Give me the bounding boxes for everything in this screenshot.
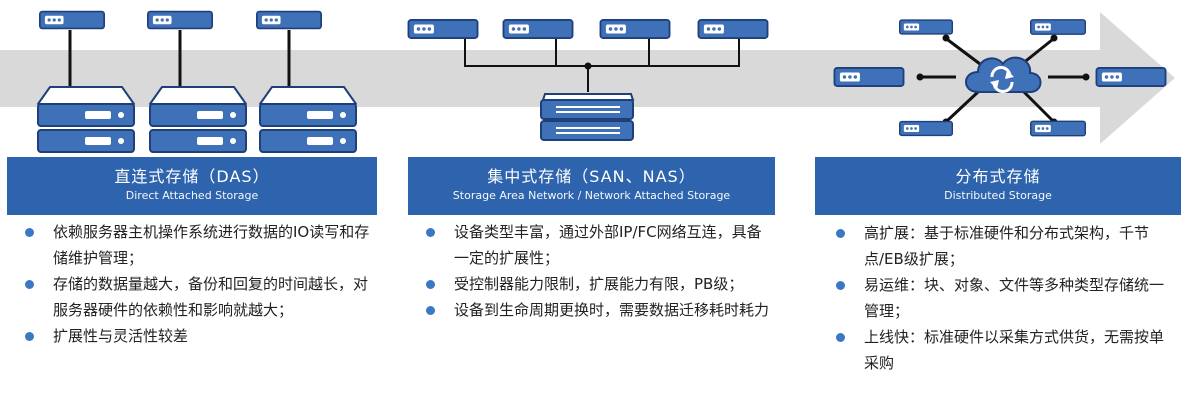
bullet-text: 设备类型丰富，通过外部IP/FC网络互连，具备一定的扩展性； bbox=[454, 223, 762, 267]
storage-array-icon bbox=[540, 93, 635, 141]
list-item: 上线快：标准硬件以采集方式供货，无需按单采购 bbox=[815, 324, 1181, 376]
server-unit-icon bbox=[697, 19, 769, 39]
san-nas-title: 集中式存储（SAN、NAS） bbox=[487, 167, 696, 186]
distributed-panel: 分布式存储 Distributed Storage 高扩展：基于标准硬件和分布式… bbox=[815, 157, 1181, 402]
bullet-text: 易运维：块、对象、文件等多种类型存储统一管理； bbox=[864, 276, 1165, 320]
list-item: 设备到生命周期更换时，需要数据迁移耗时耗力 bbox=[408, 297, 775, 323]
bullet-dot bbox=[836, 281, 845, 290]
list-item: 受控制器能力限制，扩展能力有限，PB级； bbox=[408, 271, 775, 297]
bullet-text: 依赖服务器主机操作系统进行数据的IO读写和存储维护管理； bbox=[53, 223, 370, 267]
bullet-text: 存储的数据量越大，备份和回复的时间越长，对服务器硬件的依赖性和影响就越大； bbox=[53, 275, 369, 319]
bullet-dot bbox=[426, 280, 435, 289]
cloud-sync-icon bbox=[965, 56, 1042, 93]
das-header: 直连式存储（DAS） Direct Attached Storage bbox=[7, 157, 377, 215]
server-unit-icon bbox=[1095, 67, 1167, 87]
server-unit-icon bbox=[899, 120, 953, 137]
san-nas-bullet-list: 设备类型丰富，通过外部IP/FC网络互连，具备一定的扩展性； 受控制器能力限制，… bbox=[408, 215, 775, 323]
storage-array-icon bbox=[258, 85, 358, 154]
bullet-text: 上线快：标准硬件以采集方式供货，无需按单采购 bbox=[864, 328, 1165, 372]
das-subtitle: Direct Attached Storage bbox=[125, 189, 259, 202]
server-unit-icon bbox=[833, 67, 905, 87]
bullet-text: 设备到生命周期更换时，需要数据迁移耗时耗力 bbox=[454, 301, 770, 319]
storage-array-icon bbox=[148, 85, 248, 154]
bullet-dot bbox=[25, 332, 34, 341]
storage-evolution-diagram bbox=[0, 10, 1175, 154]
bullet-dot bbox=[836, 229, 845, 238]
das-bullet-list: 依赖服务器主机操作系统进行数据的IO读写和存储维护管理； 存储的数据量越大，备份… bbox=[7, 215, 377, 349]
san-nas-subtitle: Storage Area Network / Network Attached … bbox=[452, 189, 731, 202]
das-panel: 直连式存储（DAS） Direct Attached Storage 依赖服务器… bbox=[7, 157, 377, 402]
das-title: 直连式存储（DAS） bbox=[114, 167, 270, 186]
list-item: 设备类型丰富，通过外部IP/FC网络互连，具备一定的扩展性； bbox=[408, 219, 775, 271]
storage-array-icon bbox=[36, 85, 136, 154]
server-unit-icon bbox=[147, 10, 213, 30]
list-item: 高扩展：基于标准硬件和分布式架构，千节点/EB级扩展； bbox=[815, 220, 1181, 272]
server-unit-icon bbox=[1030, 19, 1086, 35]
list-item: 扩展性与灵活性较差 bbox=[7, 323, 377, 349]
distributed-bullet-list: 高扩展：基于标准硬件和分布式架构，千节点/EB级扩展； 易运维：块、对象、文件等… bbox=[815, 215, 1181, 376]
san-nas-illustration bbox=[407, 19, 769, 141]
list-item: 依赖服务器主机操作系统进行数据的IO读写和存储维护管理； bbox=[7, 219, 377, 271]
distributed-subtitle: Distributed Storage bbox=[944, 189, 1052, 202]
bullet-dot bbox=[426, 228, 435, 237]
bullet-text: 受控制器能力限制，扩展能力有限，PB级； bbox=[454, 275, 744, 293]
bullet-dot bbox=[25, 228, 34, 237]
bullet-dot bbox=[25, 280, 34, 289]
server-unit-icon bbox=[899, 19, 953, 35]
distributed-header: 分布式存储 Distributed Storage bbox=[815, 157, 1181, 215]
san-nas-panel: 集中式存储（SAN、NAS） Storage Area Network / Ne… bbox=[408, 157, 775, 402]
server-unit-icon bbox=[502, 19, 574, 39]
bullet-text: 扩展性与灵活性较差 bbox=[53, 327, 189, 345]
bullet-dot bbox=[426, 306, 435, 315]
server-unit-icon bbox=[407, 19, 479, 39]
san-nas-header: 集中式存储（SAN、NAS） Storage Area Network / Ne… bbox=[408, 157, 775, 215]
server-unit-icon bbox=[256, 10, 322, 30]
das-illustration bbox=[36, 10, 358, 154]
list-item: 易运维：块、对象、文件等多种类型存储统一管理； bbox=[815, 272, 1181, 324]
bullet-text: 高扩展：基于标准硬件和分布式架构，千节点/EB级扩展； bbox=[864, 224, 1150, 268]
server-unit-icon bbox=[599, 19, 671, 39]
bullet-dot bbox=[836, 333, 845, 342]
list-item: 存储的数据量越大，备份和回复的时间越长，对服务器硬件的依赖性和影响就越大； bbox=[7, 271, 377, 323]
distributed-title: 分布式存储 bbox=[955, 167, 1041, 186]
server-unit-icon bbox=[1030, 120, 1086, 137]
server-unit-icon bbox=[39, 10, 105, 30]
distributed-illustration bbox=[833, 19, 1167, 137]
